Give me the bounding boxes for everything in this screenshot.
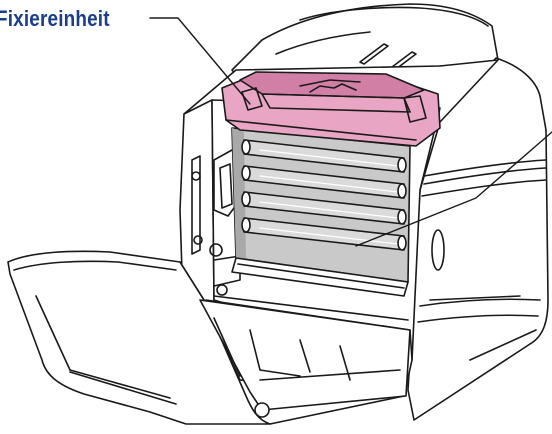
fuser-unit	[221, 71, 441, 147]
front-door-panel	[7, 250, 271, 425]
door-latch	[254, 402, 270, 418]
drum-unit	[231, 127, 411, 297]
fuser-label: Fixiereinheit	[0, 6, 110, 31]
drum-leader-line	[355, 131, 552, 247]
fuser-leader-line	[149, 17, 251, 105]
leader-lines	[149, 17, 552, 247]
right-side-panel	[407, 57, 549, 421]
front-door	[7, 250, 411, 425]
tray-slot-left	[359, 43, 389, 65]
output-tray	[231, 3, 499, 81]
